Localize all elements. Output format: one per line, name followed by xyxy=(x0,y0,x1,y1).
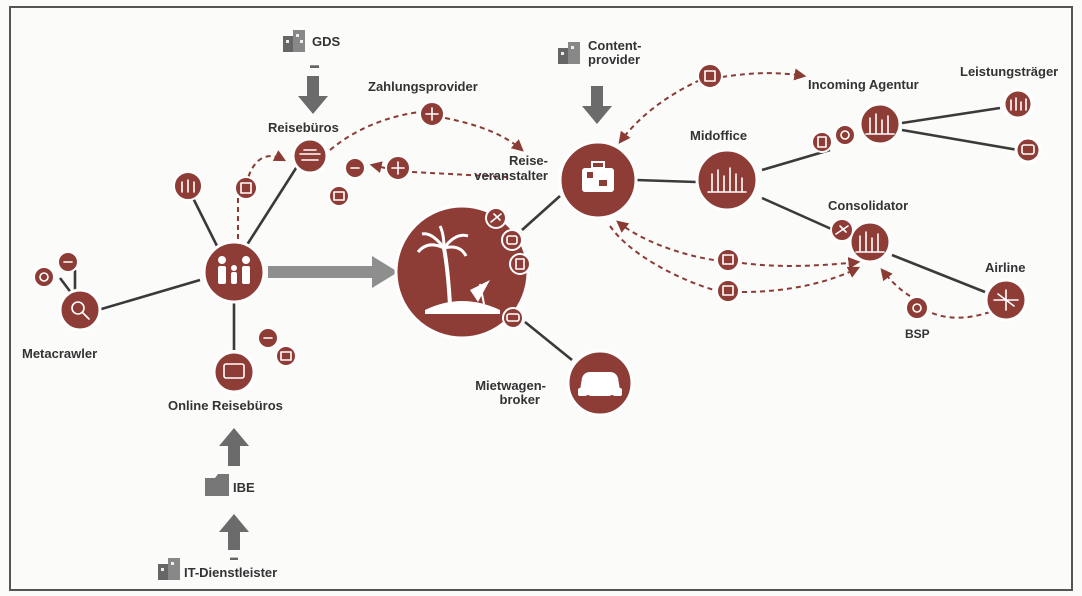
people-icon xyxy=(181,179,195,193)
reisebueros-node xyxy=(291,137,329,175)
settlement-icon xyxy=(912,303,922,313)
family-icon xyxy=(218,256,250,284)
leistungstraeger-node-1 xyxy=(1002,88,1034,120)
reisebuero-sub-node-2 xyxy=(328,185,350,207)
label-mietwagenbroker-2: broker xyxy=(500,392,540,407)
money-icon xyxy=(391,161,405,175)
search-icon xyxy=(39,272,49,282)
it-tick: ▬ xyxy=(230,553,238,562)
office-icon xyxy=(299,149,321,161)
label-reiseveranstalter-1: Reise- xyxy=(509,153,548,168)
label-airline: Airline xyxy=(985,260,1025,275)
label-reisebueros: Reisebüros xyxy=(268,120,339,135)
bus-icon xyxy=(506,235,518,245)
skyline-icon xyxy=(865,113,895,135)
label-online-reisebueros: Online Reisebüros xyxy=(168,398,283,413)
label-metacrawler: Metacrawler xyxy=(22,346,97,361)
arrow-contentprovider-down xyxy=(582,86,612,124)
gds-tick: ▬ xyxy=(310,60,319,70)
bus-icon xyxy=(1021,144,1035,155)
contentprovider-node: Content- provider xyxy=(558,38,641,124)
monitor-icon xyxy=(280,351,292,361)
metacrawler-node xyxy=(58,288,102,332)
midoffice-node xyxy=(695,148,759,212)
travel-sub-node-car xyxy=(502,307,524,329)
car-small-icon xyxy=(506,313,520,322)
label-midoffice: Midoffice xyxy=(690,128,747,143)
plane-icon xyxy=(835,225,849,235)
incoming-sub-node-1 xyxy=(811,131,833,153)
leistungstraeger-node-2 xyxy=(1014,136,1042,164)
building-small-icon xyxy=(1010,97,1027,111)
incoming-sub-node-2 xyxy=(834,124,856,146)
screen-icon xyxy=(240,182,252,194)
hotel-icon xyxy=(817,136,827,148)
consolidator-flow-node-1 xyxy=(716,248,740,272)
label-bsp: BSP xyxy=(905,327,930,341)
consolidator-flow-node-2 xyxy=(716,279,740,303)
reisebuero-link-node xyxy=(234,176,258,200)
arrow-it-up xyxy=(219,514,249,550)
travel-node xyxy=(394,204,530,340)
palm-beach-icon xyxy=(416,225,500,314)
suitcase-icon xyxy=(582,161,614,192)
arrow-gds-down xyxy=(298,76,328,114)
online-sub-node-2 xyxy=(275,345,297,367)
incoming-agentur-node xyxy=(858,102,902,146)
arrow-ibe-up xyxy=(219,428,249,466)
plane-icon xyxy=(490,213,502,223)
metacrawler-sub-node-1 xyxy=(33,266,55,288)
globe-icon xyxy=(993,289,1019,311)
travel-sub-node-hotel xyxy=(509,253,531,275)
laptop-icon xyxy=(223,363,245,379)
skyline-icon xyxy=(707,167,747,193)
building-icon xyxy=(558,42,580,64)
car-small-icon xyxy=(722,254,734,265)
label-mietwagenbroker-1: Mietwagen- xyxy=(475,378,546,393)
consolidator-node xyxy=(848,220,892,264)
label-incoming-agentur: Incoming Agentur xyxy=(808,77,919,92)
gds-node: GDS ▬ xyxy=(283,30,341,114)
label-contentprovider-2: provider xyxy=(588,52,640,67)
incoming-source-node xyxy=(697,63,723,89)
calendar-icon xyxy=(333,191,345,201)
label-it-dienstleister: IT-Dienstleister xyxy=(184,565,277,580)
ship-icon xyxy=(722,285,734,296)
label-consolidator: Consolidator xyxy=(828,198,908,213)
online-reisebueros-node xyxy=(212,350,256,394)
skyline-icon xyxy=(855,231,885,253)
hotel-icon xyxy=(515,258,525,270)
building-icon xyxy=(158,558,180,580)
search-icon xyxy=(71,301,90,320)
folder-icon xyxy=(205,474,229,496)
payment-icon xyxy=(425,107,439,121)
frame-border xyxy=(9,6,1073,591)
clock-icon xyxy=(840,130,850,140)
travel-sub-node-bus xyxy=(501,229,523,251)
label-zahlungsprovider: Zahlungsprovider xyxy=(368,79,478,94)
building-icon xyxy=(283,30,305,52)
document-icon xyxy=(704,70,716,82)
car-icon xyxy=(578,372,622,401)
label-gds: GDS xyxy=(312,34,341,49)
label-contentprovider-1: Content- xyxy=(588,38,641,53)
label-ibe: IBE xyxy=(233,480,255,495)
label-reiseveranstalter-2: veranstalter xyxy=(474,168,548,183)
label-leistungstraeger: Leistungsträger xyxy=(960,64,1058,79)
bsp-node xyxy=(905,296,929,320)
flow-arrow-main xyxy=(268,256,398,288)
